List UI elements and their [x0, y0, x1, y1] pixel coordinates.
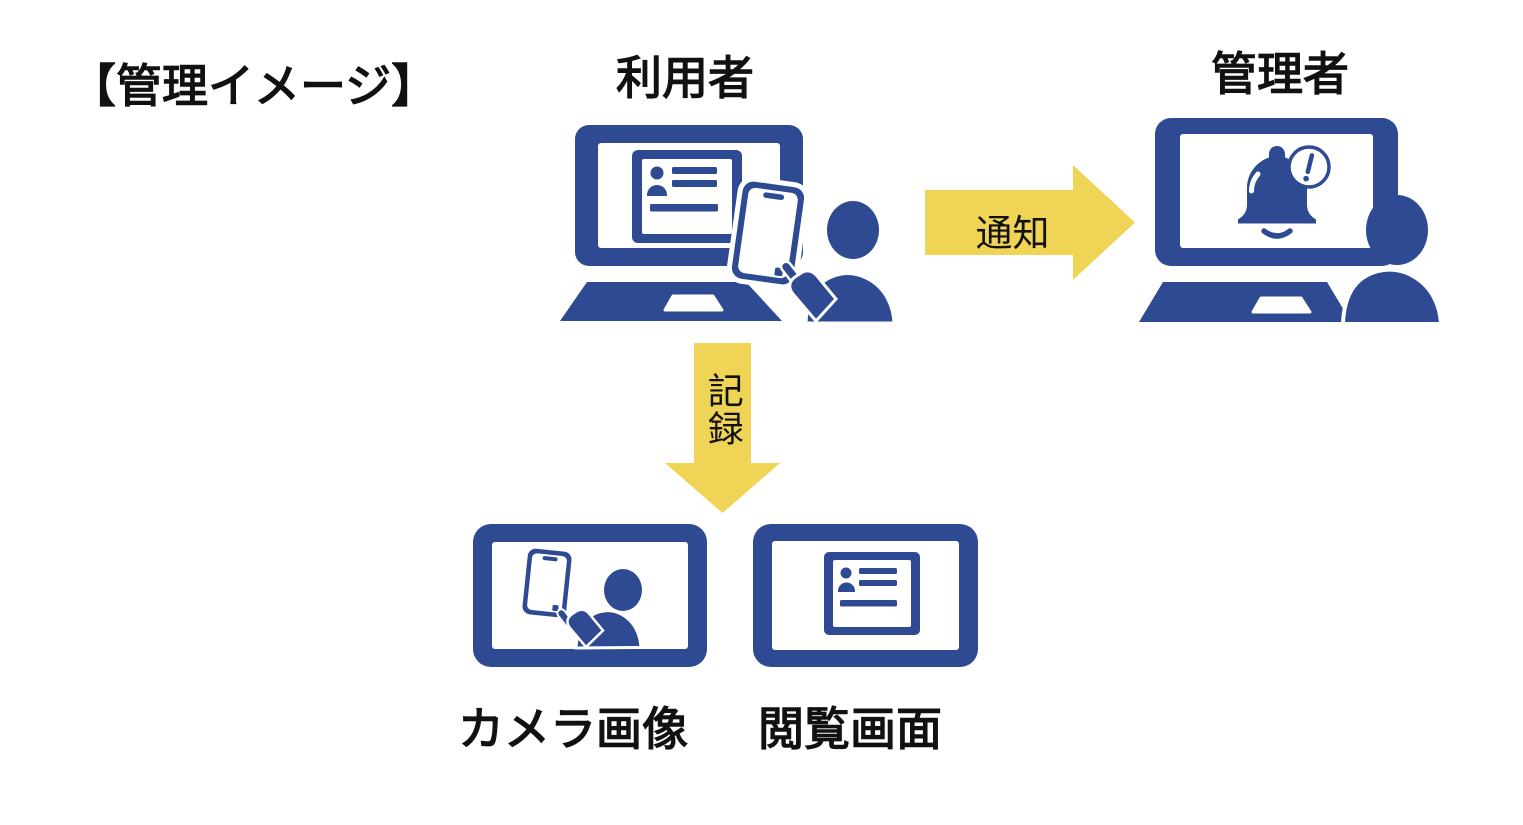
smartphone-icon	[726, 176, 810, 290]
id-card-icon	[632, 150, 742, 243]
hand-icon	[779, 260, 838, 324]
camera-image-icon	[473, 524, 707, 667]
record-arrow-label: 記録	[702, 372, 744, 448]
notify-arrow-icon	[925, 165, 1135, 280]
person-icon	[804, 201, 896, 325]
user-laptop-smartphone-icon	[560, 125, 896, 325]
alert-badge-icon	[1287, 145, 1331, 189]
record-arrow-icon	[665, 343, 780, 513]
keyboard	[560, 282, 782, 321]
notify-arrow-label: 通知	[975, 213, 1050, 254]
user-label: 利用者	[616, 52, 754, 104]
camera-image-label: カメラ画像	[458, 703, 688, 755]
person-icon	[1340, 195, 1444, 326]
hand-icon	[556, 608, 605, 649]
diagram-title: 【管理イメージ】	[70, 60, 438, 112]
admin-label: 管理者	[1211, 48, 1349, 100]
keyboard	[1139, 282, 1351, 322]
viewing-screen-label: 閲覧画面	[758, 703, 942, 755]
admin-monitor-alert-icon	[1139, 118, 1444, 326]
viewing-screen-icon	[753, 524, 978, 667]
smartphone-icon	[518, 545, 576, 621]
id-card-icon	[824, 552, 920, 635]
